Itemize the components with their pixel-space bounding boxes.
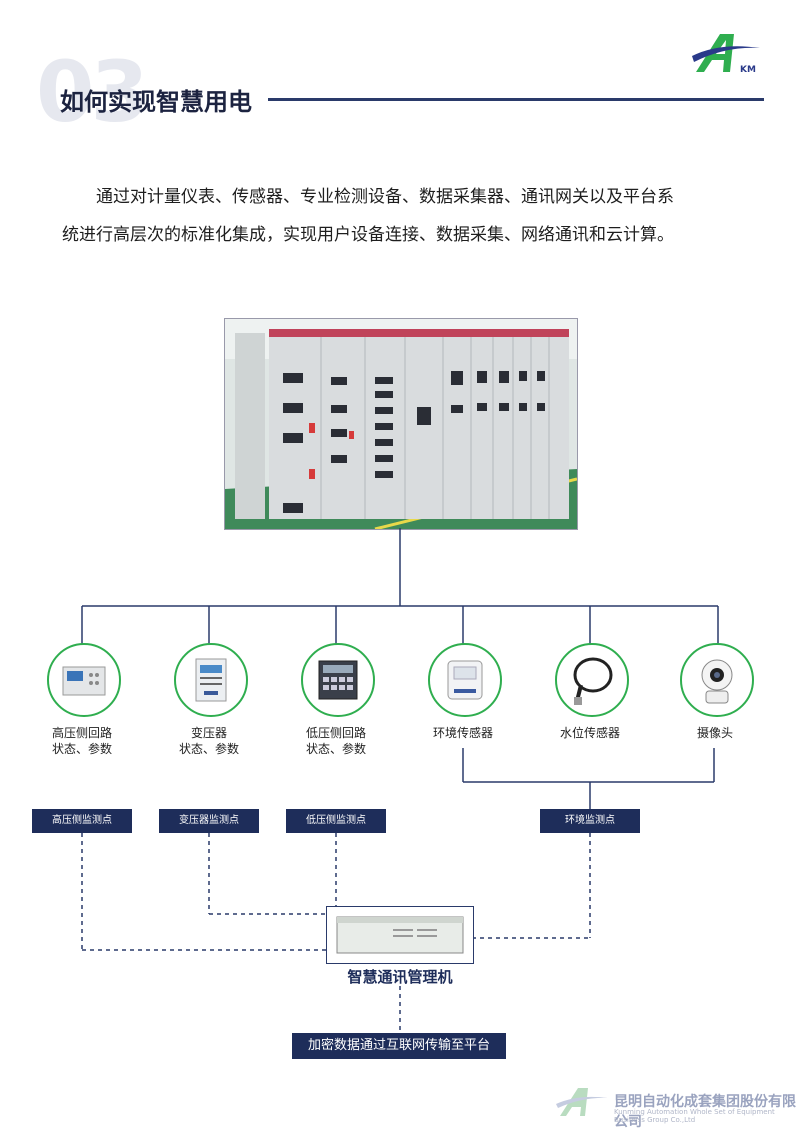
device-water-sensor-circle bbox=[555, 643, 629, 717]
page-title: 如何实现智慧用电 bbox=[60, 88, 252, 116]
switchgear-photo bbox=[224, 318, 578, 530]
device-label-low-voltage: 低压侧回路状态、参数 bbox=[305, 726, 366, 756]
device-label-transformer: 变压器状态、参数 bbox=[178, 726, 239, 756]
water-level-sensor-icon bbox=[573, 657, 613, 705]
device-label-water-sensor: 水位传感器 bbox=[559, 726, 620, 740]
footer-company-cn: 昆明自动化成套集团股份有限公司 bbox=[614, 1094, 796, 1130]
title-rule bbox=[268, 98, 764, 101]
footer-logo bbox=[556, 1088, 608, 1116]
platform-upload-banner: 加密数据通过互联网传输至平台 bbox=[292, 1033, 506, 1059]
environment-sensor-icon bbox=[447, 660, 483, 700]
intro-paragraph: 通过对计量仪表、传感器、专业检测设备、数据采集器、通讯网关以及平台系 统进行高层… bbox=[62, 178, 752, 254]
device-label-camera: 摄像头 bbox=[696, 726, 733, 740]
section-number: 03 bbox=[36, 43, 149, 141]
relay-device-icon bbox=[62, 666, 106, 696]
device-transformer-circle bbox=[174, 643, 248, 717]
intro-line-1: 通过对计量仪表、传感器、专业检测设备、数据采集器、通讯网关以及平台系 bbox=[96, 187, 674, 207]
logo-letters: KM bbox=[740, 65, 756, 75]
device-low-voltage-circle bbox=[301, 643, 375, 717]
camera-icon bbox=[701, 659, 733, 704]
power-meter-icon bbox=[318, 660, 358, 700]
rack-server-icon bbox=[336, 916, 464, 954]
tag-environment-point: 环境监测点 bbox=[540, 809, 640, 833]
device-high-voltage-circle bbox=[47, 643, 121, 717]
footer-company-en: Kunming Automation Whole Set of Equipmen… bbox=[614, 1108, 775, 1124]
comm-manager-label: 智慧通讯管理机 bbox=[347, 968, 453, 986]
intro-line-2: 统进行高层次的标准化集成，实现用户设备连接、数据采集、网络通讯和云计算。 bbox=[62, 225, 674, 245]
comm-manager-device bbox=[326, 906, 474, 964]
tag-high-voltage-point: 高压侧监测点 bbox=[32, 809, 132, 833]
tag-low-voltage-point: 低压侧监测点 bbox=[286, 809, 386, 833]
device-label-high-voltage: 高压侧回路状态、参数 bbox=[51, 726, 112, 756]
device-label-env-sensor: 环境传感器 bbox=[432, 726, 493, 740]
company-logo: KM bbox=[692, 34, 760, 75]
device-camera-circle bbox=[680, 643, 754, 717]
temperature-controller-icon bbox=[195, 658, 227, 702]
tag-transformer-point: 变压器监测点 bbox=[159, 809, 259, 833]
device-env-sensor-circle bbox=[428, 643, 502, 717]
